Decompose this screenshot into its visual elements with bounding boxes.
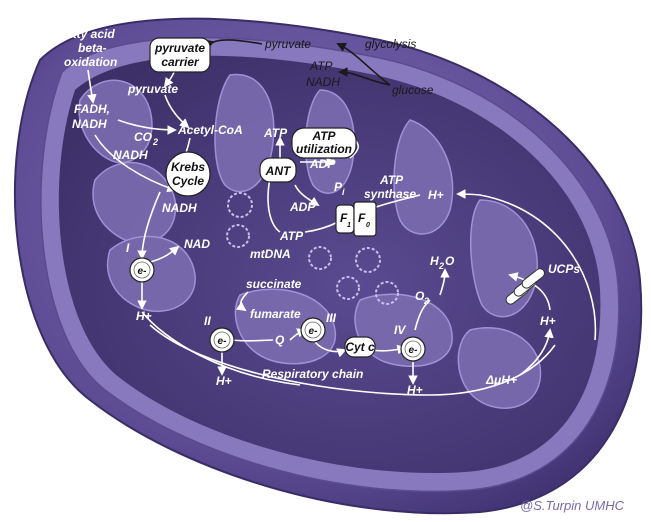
complex-i-node (129, 257, 155, 283)
pi-sub-label: i (342, 187, 345, 197)
electron-label-iii: e- (309, 326, 319, 337)
pyruvate-carrier-label-1: pyruvate (154, 41, 205, 55)
cyt-c-label: Cyt c (345, 340, 375, 354)
nad-label: NAD (184, 237, 210, 251)
artist-signature: @S.Turpin UMHC (520, 498, 625, 513)
complex-i-label: I (126, 241, 130, 255)
co2-label: CO (134, 130, 153, 144)
f1-sub-label: 1 (347, 222, 351, 229)
krebs-label-2: Cycle (172, 174, 204, 188)
atp-synthase-label-1: ATP (379, 173, 404, 187)
f0-box (353, 201, 377, 237)
h-plus-1-label: H+ (136, 309, 152, 323)
respiratory-chain-label: Respiratory chain (262, 367, 363, 381)
atp-mid-label: ATP (279, 229, 304, 243)
f0-sub-label: 0 (366, 222, 370, 229)
pathway-arrows (87, 39, 597, 396)
atp-utilization-label-2: utilization (296, 142, 352, 156)
co2-sub-label: 2 (152, 137, 158, 147)
electron-label-i: e- (138, 266, 148, 277)
pi-label: P (334, 180, 343, 194)
h-plus-4-label: H+ (407, 383, 423, 397)
fatty-acid-label-1: fatty acid (62, 27, 115, 41)
glycolysis-label: glycolysis (365, 37, 416, 51)
pyruvate-inner-label: pyruvate (127, 82, 178, 96)
complex-iii-label: III (326, 311, 337, 325)
pyruvate-carrier-label-2: carrier (161, 55, 200, 69)
complex-iii-node (300, 317, 326, 343)
h-plus-synthase-label: H+ (428, 188, 444, 202)
ant-box (259, 157, 297, 183)
h-plus-2-label: H+ (216, 374, 232, 388)
ucp-channels (505, 268, 546, 305)
h2o-end-label: O (445, 254, 455, 268)
nadh-krebs-label: NADH (113, 148, 148, 162)
atp-utilization-label-1: ATP (311, 129, 336, 143)
pyruvate-outer-label: pyruvate (264, 37, 311, 51)
atp-left-label: ATP (263, 126, 288, 140)
electron-label-ii: e- (218, 336, 228, 347)
f1-label: F (340, 211, 348, 225)
mtdna-circles (226, 192, 399, 305)
ant-label: ANT (265, 164, 292, 178)
nadh-lower-label: NADH (162, 201, 197, 215)
fadh-label: FADH, (74, 102, 110, 116)
electron-label-iv: e- (409, 345, 419, 356)
adp-top-label: ADP (309, 157, 336, 171)
fatty-acid-label-2: beta- (78, 41, 107, 55)
o2-label: O (415, 289, 425, 303)
h2o-label: H (430, 254, 439, 268)
complex-ii-label: II (204, 314, 211, 328)
delta-mu-h-label: ΔμH+ (485, 373, 517, 387)
cyt-c-box (344, 336, 376, 358)
pyruvate-carrier-box (149, 37, 211, 73)
succinate-label: succinate (246, 277, 302, 291)
mtdna-label: mtDNA (250, 247, 291, 261)
fumarate-label: fumarate (250, 307, 301, 321)
h-plus-ucp-label: H+ (540, 314, 556, 328)
acetyl-coa-label: Acetyl-CoA (177, 123, 243, 137)
complex-ii-node (209, 327, 235, 353)
atp-utilization-box (291, 127, 357, 159)
nadh-outer-label: NADH (306, 75, 340, 89)
ucps-label: UCPs (548, 262, 580, 276)
complex-iv-node (400, 336, 426, 362)
atp-synthase-label-2: synthase (364, 187, 416, 201)
glucose-label: glucose (392, 83, 434, 97)
h2o-sub-label: 2 (438, 261, 444, 271)
atp-outer-label: ATP (309, 59, 332, 73)
krebs-cycle-circle (165, 151, 211, 197)
nadh-left-label: NADH (72, 117, 107, 131)
f0-label: F (358, 211, 366, 225)
q-label: Q (275, 333, 285, 347)
fatty-acid-label-3: oxidation (64, 55, 117, 69)
adp-mid-label: ADP (289, 200, 316, 214)
complex-iv-label: IV (394, 323, 406, 337)
o2-sub-label: 2 (423, 296, 429, 306)
krebs-label-1: Krebs (171, 160, 205, 174)
